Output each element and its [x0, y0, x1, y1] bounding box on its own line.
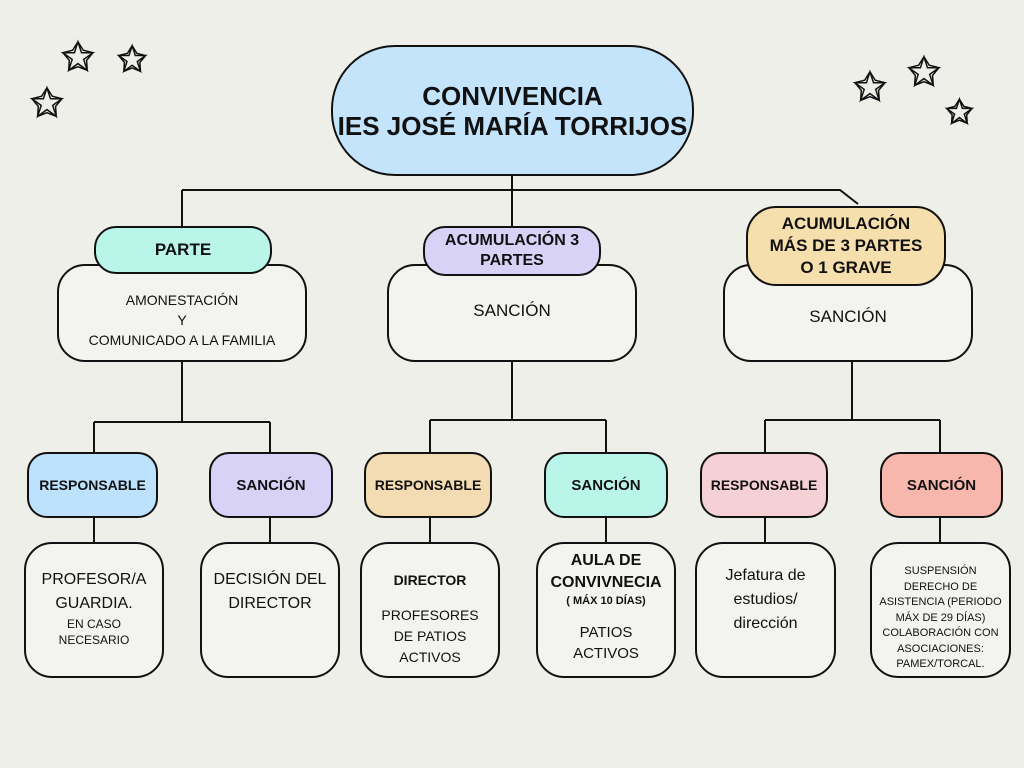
sanc-2-bold-1: AULA DE [570, 552, 642, 569]
parte-heading: PARTE [94, 226, 272, 274]
star-icon: ✩ [61, 35, 94, 79]
sancion-3: SANCIÓN [880, 452, 1003, 518]
resp-1-small-1: EN CASO [66, 617, 121, 631]
star-icon: ✩ [30, 81, 63, 125]
acum-mas-heading-line-3: O 1 GRAVE [800, 258, 892, 277]
responsable-3-detail: Jefatura de estudios/ dirección [695, 542, 836, 678]
resp-3-line-1: Jefatura de [725, 567, 806, 584]
parte-body: AMONESTACIÓN Y COMUNICADO A LA FAMILIA [57, 264, 307, 362]
sancion-3-label: SANCIÓN [906, 476, 977, 494]
sancion-1: SANCIÓN [209, 452, 333, 518]
sancion-1-label: SANCIÓN [236, 476, 306, 494]
sanc-2-small: ( MÁX 10 DÍAS) [566, 595, 646, 607]
responsable-1-label: RESPONSABLE [39, 477, 146, 493]
responsable-1: RESPONSABLE [27, 452, 158, 518]
resp-3-line-2: estudios/ [733, 591, 798, 608]
acum3-heading-line-2: PARTES [480, 252, 544, 269]
acum-mas-body-label: SANCIÓN [809, 307, 887, 326]
sanc-3-line-3: ASISTENCIA (PERIODO [879, 596, 1002, 608]
sanc-1-line-2: DIRECTOR [228, 595, 312, 612]
sanc-2-line-1: PATIOS [579, 624, 633, 641]
responsable-1-detail: PROFESOR/A GUARDIA. EN CASO NECESARIO [24, 542, 164, 678]
sanc-2-bold-2: CONVIVNECIA [550, 574, 662, 591]
sanc-3-line-4: MÁX DE 29 DÍAS) [895, 611, 986, 624]
sanc-3-line-6: ASOCIACIONES: [897, 642, 984, 655]
sanc-2-line-2: ACTIVOS [573, 645, 639, 662]
title-line-2: IES JOSÉ MARÍA TORRIJOS [337, 110, 688, 141]
sanc-3-line-7: PAMEX/TORCAL. [896, 658, 985, 670]
parte-heading-label: PARTE [154, 240, 212, 259]
responsable-2: RESPONSABLE [364, 452, 492, 518]
parte-body-line-2: Y [177, 312, 187, 328]
acum3-heading-line-1: ACUMULACIÓN 3 [444, 232, 580, 249]
star-icon: ✩ [945, 93, 973, 131]
star-icon: ✩ [117, 40, 147, 80]
responsable-2-detail: DIRECTOR PROFESORES DE PATIOS ACTIVOS [360, 542, 500, 678]
sancion-2-label: SANCIÓN [571, 476, 641, 494]
acum-mas-heading-line-2: MÁS DE 3 PARTES [769, 236, 923, 255]
acum3-heading: ACUMULACIÓN 3 PARTES [423, 226, 601, 276]
resp-1-small-2: NECESARIO [58, 633, 130, 647]
resp-2-line-2: DE PATIOS [393, 628, 467, 644]
responsable-2-label: RESPONSABLE [374, 477, 482, 493]
sancion-1-detail: DECISIÓN DEL DIRECTOR [200, 542, 340, 678]
star-icon: ✩ [853, 65, 886, 109]
resp-2-line-3: ACTIVOS [399, 649, 461, 665]
sanc-3-line-2: DERECHO DE [903, 580, 978, 593]
acum3-body-label: SANCIÓN [473, 301, 551, 320]
resp-1-line-2: GUARDIA. [55, 595, 133, 612]
parte-body-line-1: AMONESTACIÓN [125, 292, 239, 308]
parte-body-line-3: COMUNICADO A LA FAMILIA [88, 332, 276, 348]
sancion-3-detail: SUSPENSIÓN DERECHO DE ASISTENCIA (PERIOD… [870, 542, 1011, 678]
star-icon: ✩ [907, 50, 940, 94]
acum-mas-heading: ACUMULACIÓN MÁS DE 3 PARTES O 1 GRAVE [746, 206, 946, 286]
title-node: CONVIVENCIA IES JOSÉ MARÍA TORRIJOS [331, 45, 694, 176]
sancion-2: SANCIÓN [544, 452, 668, 518]
acum3-body: SANCIÓN [387, 264, 637, 362]
title-line-1: CONVIVENCIA [422, 80, 603, 111]
resp-2-line-1: PROFESORES [381, 607, 479, 623]
responsable-3: RESPONSABLE [700, 452, 828, 518]
acum-mas-heading-line-1: ACUMULACIÓN [781, 214, 911, 233]
sanc-3-line-1: SUSPENSIÓN [904, 565, 977, 577]
responsable-3-label: RESPONSABLE [710, 477, 818, 493]
sanc-1-line-1: DECISIÓN DEL [213, 571, 327, 588]
resp-1-line-1: PROFESOR/A [41, 571, 147, 588]
resp-2-bold: DIRECTOR [393, 572, 467, 588]
sanc-3-line-5: COLABORACIÓN CON [882, 627, 999, 639]
sancion-2-detail: AULA DE CONVIVNECIA ( MÁX 10 DÍAS) PATIO… [536, 542, 676, 678]
resp-3-line-3: dirección [733, 615, 798, 632]
